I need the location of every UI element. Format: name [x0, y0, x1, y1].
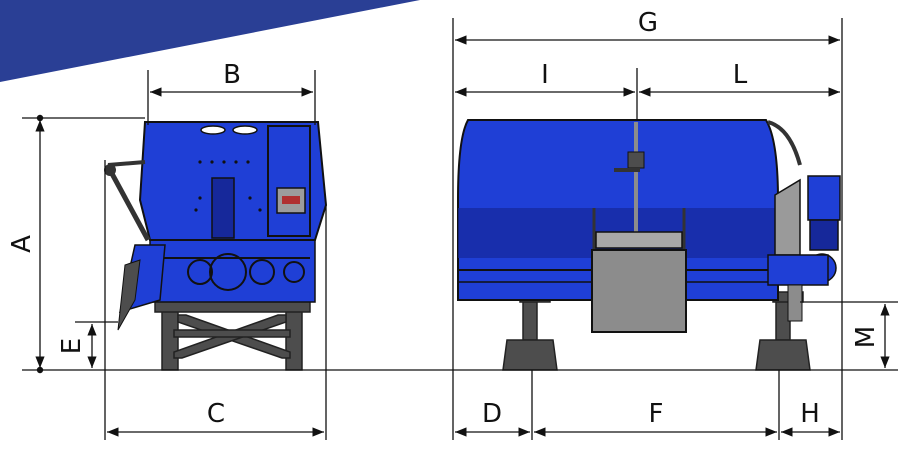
side-view-access-door [267, 125, 311, 237]
side-view-rivets [194, 160, 262, 212]
dimension-label-h: H [800, 399, 820, 429]
corner-banner [0, 0, 420, 82]
dimension-label-b: B [223, 60, 241, 90]
side-view-chassis [149, 239, 316, 303]
side-view [104, 121, 328, 371]
front-view-motor-assembly [767, 120, 841, 322]
side-view-base-frame [154, 299, 311, 371]
dimension-label-d: D [482, 399, 502, 429]
dimension-label-m: M [851, 326, 881, 348]
dimension-label-a: A [7, 235, 37, 253]
dimension-label-c: C [207, 399, 225, 429]
front-view-discharge-door [591, 208, 687, 333]
side-view-motor [211, 177, 235, 239]
dimension-label-i: I [541, 60, 549, 90]
dimension-label-l: L [733, 60, 748, 90]
dimension-lines [22, 18, 898, 440]
side-view-top-ribs [200, 125, 258, 135]
side-view-gearbox [160, 253, 310, 291]
front-view [457, 119, 841, 371]
dimension-a-bottom-point [36, 366, 44, 374]
dimension-label-f: F [649, 399, 664, 429]
dimension-label-e: E [57, 338, 87, 354]
dimension-label-g: G [638, 8, 658, 38]
side-view-loading-arm [104, 160, 166, 331]
dimension-a-top-point [36, 114, 44, 122]
